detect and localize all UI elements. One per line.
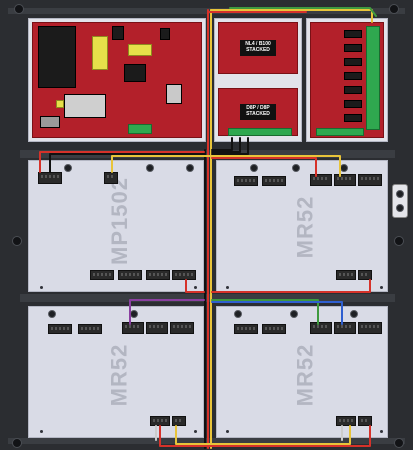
reader-port-connector[interactable] (104, 172, 118, 184)
wire-green-run (211, 299, 319, 325)
relay (344, 72, 362, 80)
io-connector[interactable] (118, 270, 142, 280)
reader-connector[interactable] (146, 322, 168, 334)
upper-stack-badge: NL4 / B100 STACKED (240, 40, 276, 56)
input-connector[interactable] (234, 324, 258, 334)
board-hole (194, 430, 197, 433)
mount-hole (394, 236, 404, 246)
wire-purple-run (129, 299, 205, 325)
board-hole (40, 430, 43, 433)
board-hole (40, 286, 43, 289)
wire-red-psu (39, 151, 205, 173)
relay-bottom-terminal[interactable] (316, 128, 364, 136)
input-connector[interactable] (262, 176, 286, 186)
capacitor (112, 26, 124, 40)
board-standoff (290, 310, 298, 318)
board-hole (226, 286, 229, 289)
output-connector[interactable] (336, 270, 356, 280)
capacitor (124, 64, 146, 82)
relay (344, 30, 362, 38)
io-connector[interactable] (146, 270, 170, 280)
relay-terminal-column[interactable] (366, 26, 380, 130)
board-hole (226, 430, 229, 433)
wire-yellow-psu (111, 155, 211, 173)
mount-hole (394, 438, 404, 448)
reader-connector[interactable] (122, 322, 144, 334)
wire-red-mr52-tr (211, 157, 317, 177)
inductor (92, 36, 108, 70)
board-hole (194, 286, 197, 289)
wire-blue-run (211, 301, 343, 325)
stacked-terminal-block[interactable] (228, 128, 292, 136)
relay (344, 58, 362, 66)
heatsink (64, 94, 106, 118)
mount-hole (389, 4, 399, 14)
input-connector[interactable] (262, 324, 286, 334)
latch-screw (396, 204, 404, 212)
relay (344, 86, 362, 94)
lower-stack-badge: D8P / D8P STACKED (240, 104, 276, 120)
mount-hole (12, 438, 22, 448)
lower-stack-line1: D8P / D8P (246, 105, 270, 111)
output-connector[interactable] (172, 416, 186, 426)
capacitor (56, 100, 64, 108)
bottom-rail (8, 438, 405, 444)
wire-red-mp-out (185, 279, 205, 293)
input-connector[interactable] (48, 324, 72, 334)
relay (344, 44, 362, 52)
board-standoff (186, 164, 194, 172)
reader-connector[interactable] (170, 322, 194, 334)
power-terminal-block[interactable] (128, 124, 152, 134)
top-rail (8, 8, 405, 14)
reader-connector[interactable] (358, 174, 382, 186)
input-connector[interactable] (78, 324, 102, 334)
reader-connector[interactable] (334, 174, 356, 186)
upper-stack-line2: STACKED (246, 47, 270, 53)
board-standoff (234, 310, 242, 318)
reader-connector[interactable] (334, 322, 356, 334)
board-standoff (146, 164, 154, 172)
transformer (38, 26, 76, 88)
output-connector[interactable] (358, 416, 372, 426)
latch-screw (396, 190, 404, 198)
wire-yellow-bottom (175, 425, 351, 445)
relay (344, 114, 362, 122)
io-connector[interactable] (90, 270, 114, 280)
wire-green-top (229, 7, 377, 17)
mount-hole (12, 236, 22, 246)
wire-red-tr-out (211, 279, 371, 293)
input-connector[interactable] (234, 176, 258, 186)
mount-hole (14, 4, 24, 14)
wire-yellow-mr52-tr (211, 155, 341, 177)
upper-stack-line1: NL4 / B100 (245, 41, 271, 47)
output-connector[interactable] (336, 416, 356, 426)
fuse (40, 116, 60, 128)
reader-connector[interactable] (358, 322, 382, 334)
fuse (166, 84, 182, 104)
relay (344, 100, 362, 108)
reader-connector[interactable] (310, 174, 332, 186)
board-standoff (292, 164, 300, 172)
wire-black-stack (211, 137, 249, 155)
board-standoff (48, 310, 56, 318)
board-standoff (350, 310, 358, 318)
board-hole (380, 286, 383, 289)
board-standoff (64, 164, 72, 172)
board-hole (380, 430, 383, 433)
wire-black-stack (211, 137, 241, 153)
capacitor (160, 28, 170, 40)
wire-red-bottom (159, 425, 371, 447)
wire-black-psu (49, 153, 205, 173)
reader-connector[interactable] (310, 322, 332, 334)
lower-stack-line2: STACKED (246, 111, 270, 117)
board-standoff (250, 164, 258, 172)
wire-black-stack (211, 137, 233, 151)
output-connector[interactable] (358, 270, 372, 280)
io-connector[interactable] (172, 270, 196, 280)
inductor (128, 44, 152, 56)
